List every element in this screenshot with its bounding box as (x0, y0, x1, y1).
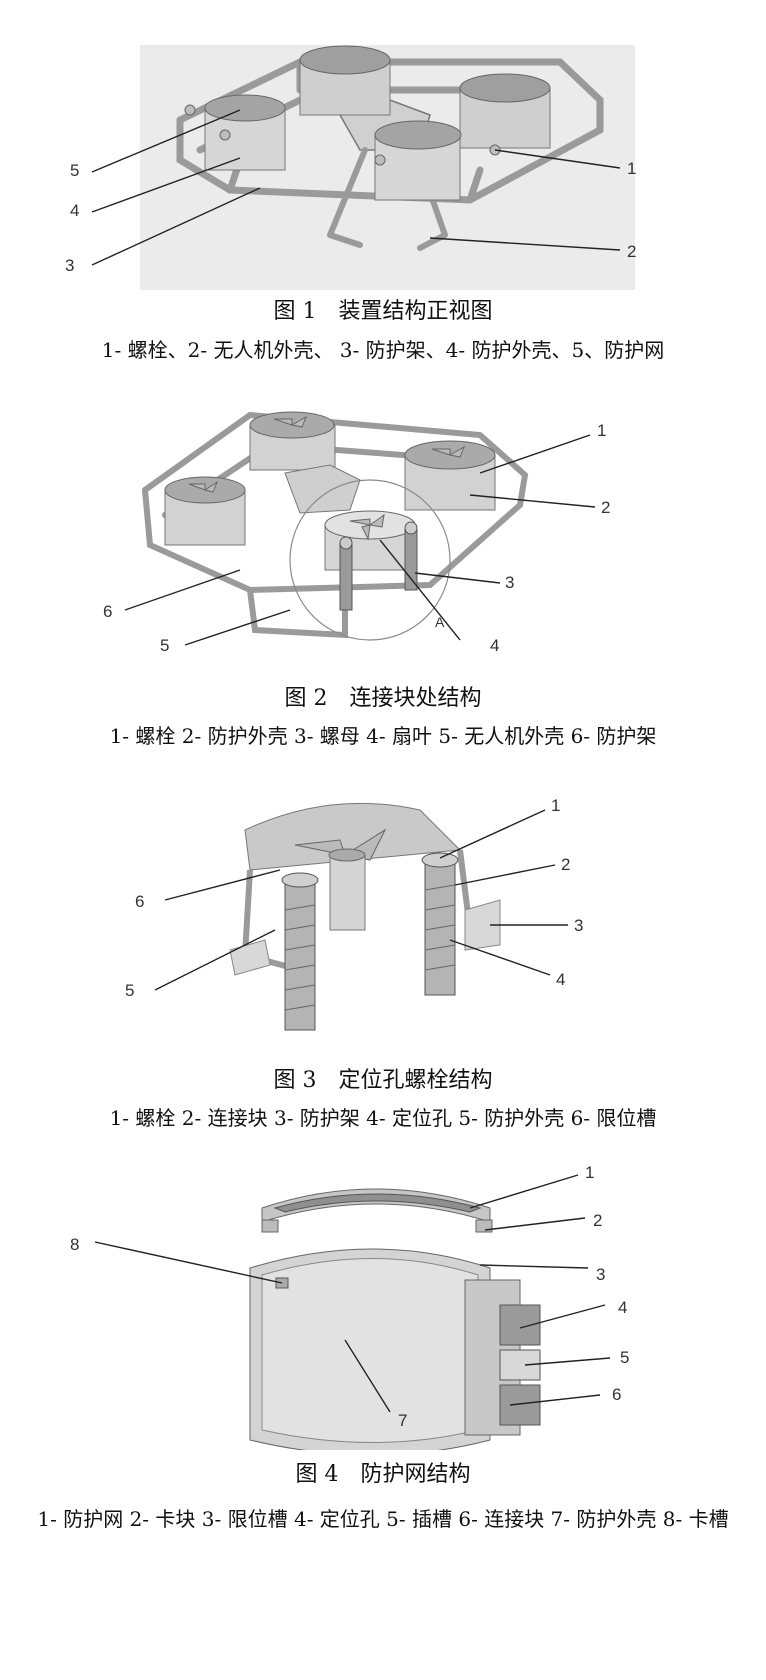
figure-1-title: 装置结构正视图 (338, 299, 493, 324)
figure-4: 1 2 3 4 5 6 7 8 (0, 1150, 766, 1450)
callout-5: 5 (70, 161, 79, 180)
callout-4: 4 (618, 1298, 627, 1317)
callout-4: 4 (490, 636, 499, 655)
leader-lines (91, 109, 621, 266)
callout-4: 4 (556, 970, 565, 989)
callout-3: 3 (574, 916, 583, 935)
figure-2-caption: 图 2 连接块处结构 (0, 680, 766, 712)
connection-block (464, 1279, 541, 1436)
figure-1-number: 图 1 (273, 299, 317, 324)
fan-assembly (294, 828, 387, 931)
figure-4-title: 防护网结构 (360, 1462, 471, 1487)
figure-3-title: 定位孔螺栓结构 (338, 1068, 493, 1093)
protective-shell-cutaway (229, 802, 501, 976)
callout-2: 2 (627, 242, 636, 261)
figure-4-number: 图 4 (295, 1462, 339, 1487)
figure-1: 5 4 3 1 2 (0, 0, 766, 300)
figure-2: A 1 2 3 4 5 6 (0, 395, 766, 665)
figure-3: 1 2 3 4 5 6 (0, 770, 766, 1045)
figure-1-caption: 图 1 装置结构正视图 (0, 293, 766, 325)
figure-4-drawing: 1 2 3 4 5 6 7 8 (70, 1163, 629, 1450)
figure-4-caption: 图 4 防护网结构 (0, 1456, 766, 1488)
figure-1-legend: 1- 螺栓、2- 无人机外壳、 3- 防护架、4- 防护外壳、5、防护网 (101, 338, 665, 362)
figure-2-title: 连接块处结构 (349, 686, 482, 711)
callout-2: 2 (601, 498, 610, 517)
callout-5: 5 (620, 1348, 629, 1367)
cylinder-back-left (249, 411, 336, 471)
figure-1-drawing: 5 4 3 1 2 (65, 45, 636, 290)
figure-4-legend: 1- 防护网 2- 卡块 3- 限位槽 4- 定位孔 5- 插槽 6- 连接块 … (37, 1507, 729, 1531)
callout-3: 3 (65, 256, 74, 275)
figure-3-legend: 1- 螺栓 2- 连接块 3- 防护架 4- 定位孔 5- 防护外壳 6- 限位… (109, 1106, 657, 1130)
callout-6: 6 (135, 892, 144, 911)
figure-3-drawing: 1 2 3 4 5 6 (125, 796, 583, 1031)
figure-2-number: 图 2 (284, 686, 328, 711)
detail-mark-a: A (435, 614, 445, 630)
callout-5: 5 (125, 981, 134, 1000)
drone-body (284, 464, 361, 514)
cylinder-front-left (204, 94, 286, 171)
callout-1: 1 (597, 421, 606, 440)
callout-4: 4 (70, 201, 79, 220)
callout-3: 3 (596, 1265, 605, 1284)
cylinder-back-right (459, 73, 551, 149)
callout-1: 1 (585, 1163, 594, 1182)
leader-lines (94, 1174, 611, 1413)
callout-6: 6 (103, 602, 112, 621)
protective-mesh-lid (261, 1188, 493, 1233)
callout-6: 6 (612, 1385, 621, 1404)
figure-3-caption: 图 3 定位孔螺栓结构 (0, 1062, 766, 1094)
figure-2-drawing: A 1 2 3 4 5 6 (103, 411, 610, 655)
callout-5: 5 (160, 636, 169, 655)
cylinder-back-left (299, 45, 391, 116)
protective-shell-cylinder (249, 1248, 491, 1450)
callout-2: 2 (561, 855, 570, 874)
leader-lines (154, 809, 568, 991)
callout-3: 3 (505, 573, 514, 592)
guard-cylinders (204, 45, 551, 201)
callout-1: 1 (551, 796, 560, 815)
positioning-bolts (281, 852, 459, 1031)
figure-3-number: 图 3 (273, 1068, 317, 1093)
callout-8: 8 (70, 1235, 79, 1254)
bolts (184, 104, 501, 166)
figure-2-legend: 1- 螺栓 2- 防护外壳 3- 螺母 4- 扇叶 5- 无人机外壳 6- 防护… (109, 724, 657, 748)
fan-blades (188, 415, 465, 541)
leader-lines (124, 434, 596, 646)
callout-7: 7 (398, 1411, 407, 1430)
callout-1: 1 (627, 159, 636, 178)
detail-circle-a (289, 479, 451, 641)
callout-2: 2 (593, 1211, 602, 1230)
cylinder-front-right (374, 120, 462, 201)
